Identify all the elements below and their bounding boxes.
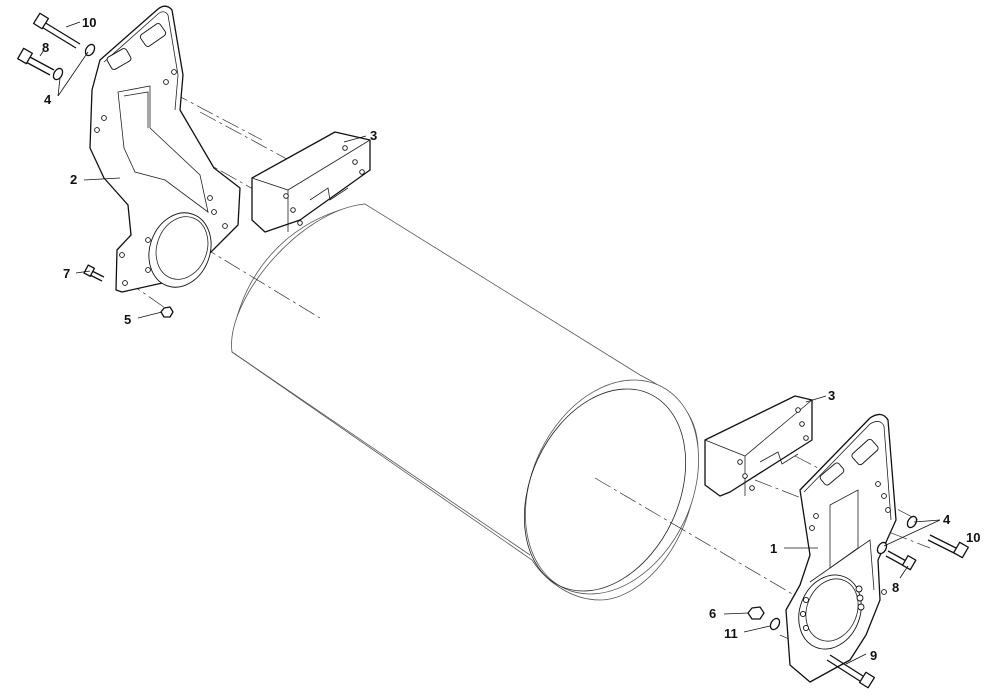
callout-8-right: 8 [892,580,899,595]
right-bracket [785,413,897,683]
callout-10-right: 10 [966,530,980,545]
callout-6: 6 [709,606,716,621]
nut-5 [160,306,174,318]
bolt-8-right [885,550,917,571]
bolt-9 [826,654,876,689]
bolt-8-top [17,47,55,76]
callout-2: 2 [70,172,77,187]
bolt-10-right [927,534,969,559]
callout-9: 9 [870,648,877,663]
callout-8-top: 8 [42,40,49,55]
drum [231,203,699,601]
nut-6 [747,606,765,620]
callout-5: 5 [124,312,131,327]
washer-11 [769,617,781,631]
right-block [704,395,813,497]
callout-4-right: 4 [943,512,951,527]
callout-11: 11 [724,626,738,641]
callout-7: 7 [63,266,70,281]
callout-labels: 10 8 4 2 3 7 5 3 4 10 1 8 6 11 9 [42,15,980,663]
left-block [251,131,371,233]
left-bracket [89,5,241,293]
washer-4-right-a [906,515,918,529]
callout-3-top: 3 [370,128,377,143]
bolt-7 [83,264,105,282]
washer-4-top-b [52,67,64,81]
callout-3-bottom: 3 [828,388,835,403]
callout-4-top: 4 [44,92,52,107]
leader-lines [39,21,941,665]
bolt-10-top [32,12,81,49]
callout-1: 1 [770,541,777,556]
callout-10-top: 10 [82,15,96,30]
washer-4-right-b [876,541,888,555]
